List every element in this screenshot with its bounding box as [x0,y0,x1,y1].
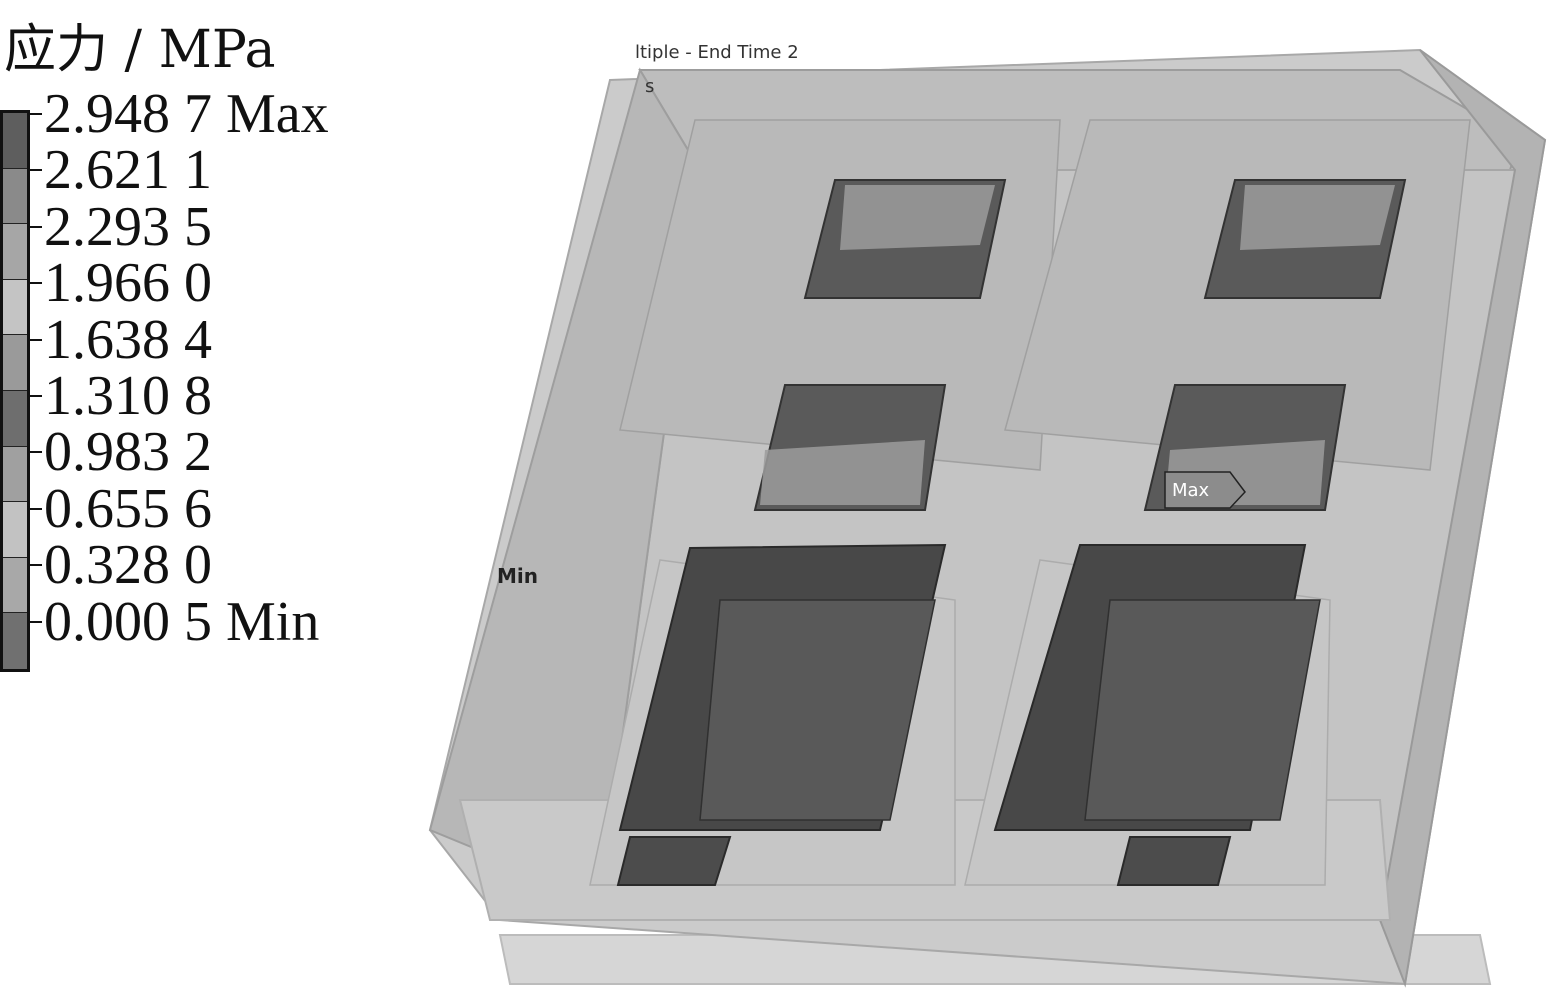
legend-swatch [3,613,27,669]
legend-swatch [3,168,27,225]
legend-value-label: 2.948 7 Max [44,83,329,145]
legend-tick [30,338,42,341]
legend-value-label: 0.328 0 [44,534,212,597]
module-right-layer [1084,599,1321,821]
legend-swatch [3,502,27,558]
legend-value-label: 2.621 1 [44,139,212,202]
legend-tick [30,395,42,397]
legend-value-label: 0.655 6 [44,477,212,540]
legend-value-label: 1.310 8 [44,365,212,427]
module-left-pad [616,836,732,886]
viewport-header-text: ltiple - End Time 2 [635,42,799,63]
legend-value-label: 1.638 4 [44,308,212,371]
legend-swatch [3,446,27,503]
module-right-pad [1116,836,1232,886]
legend-swatch [3,335,27,391]
legend-swatch [3,113,27,169]
legend-value-label: 0.000 5 Min [44,590,320,653]
legend-swatch [3,224,27,280]
legend-value-label: 2.293 5 [44,195,212,258]
model-viewport[interactable]: ltiple - End Time 2 s Max [420,40,1549,1004]
legend-title: 应力 / MPa [4,20,276,80]
fea-model-drawing [428,48,1547,988]
legend-color-bar [0,110,30,672]
viewport-subheader-text: s [645,76,655,97]
chip-top-left-stress [840,185,995,250]
min-probe-label: Min [497,564,538,588]
legend-tick [30,620,42,623]
max-probe [1164,471,1246,509]
housing-right-wall [1378,49,1547,988]
legend-tick [30,113,42,115]
legend-tick [30,169,42,172]
module-left-layer [699,599,936,821]
chip-mid-left-stress [760,440,925,505]
legend-tick [30,564,42,567]
legend-value-label: 0.983 2 [44,421,212,484]
max-probe-label: Max [1172,480,1210,501]
chip-top-right-stress [1240,185,1395,250]
legend-swatch [3,557,27,614]
legend-swatch [3,279,27,336]
legend-tick [30,225,42,228]
legend-value-label: 1.966 0 [44,252,212,315]
legend-tick [30,507,42,510]
legend-tick [30,451,42,454]
legend-tick [30,282,42,285]
legend-swatch [3,390,27,447]
